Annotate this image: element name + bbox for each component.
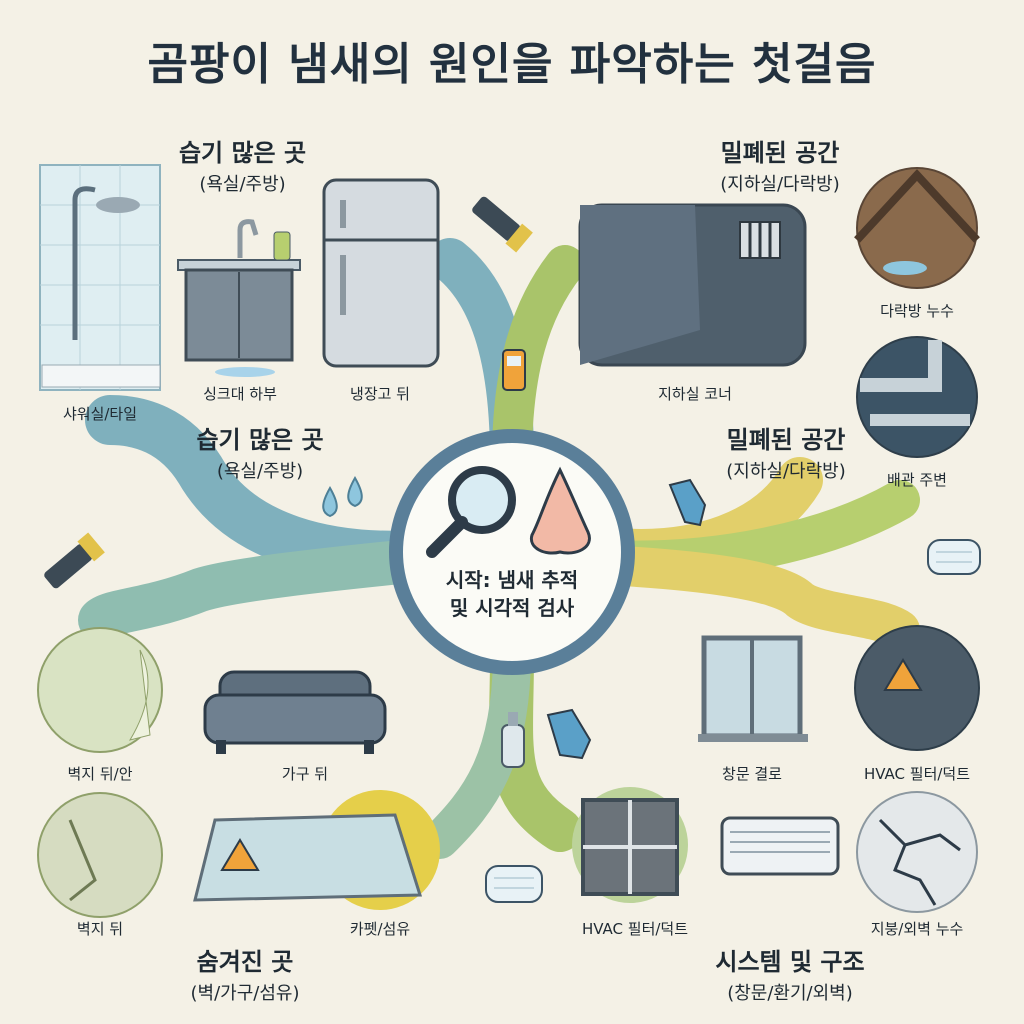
sofa-icon [203, 670, 387, 754]
label-hvac-filter: HVAC 필터/덕트 [581, 920, 689, 938]
center-line-1: 시작: 냄새 추적 [445, 568, 579, 592]
label-basement: 지하실 코너 [658, 385, 732, 403]
cracked-wall-icon [856, 791, 978, 913]
section-heading: 습기 많은 곳 [178, 139, 307, 167]
magnifier-icon [426, 466, 516, 558]
label-window: 창문 결로 [722, 765, 782, 783]
label-sink: 싱크대 하부 [203, 385, 277, 403]
nose-icon [529, 466, 591, 555]
section-system: 시스템 및 구조 (창문/환기/외벽) [690, 942, 890, 1005]
label-wall-in: 벽지 뒤/안 [67, 765, 133, 783]
glove-icon [668, 478, 707, 527]
section-heading: 밀폐된 공간 [720, 139, 840, 167]
section-heading: 습기 많은 곳 [196, 426, 324, 454]
section-sub: (욕실/주방) [216, 461, 304, 482]
flashlight-icon [472, 196, 533, 253]
label-furniture: 가구 뒤 [281, 765, 329, 783]
label-wall-behind: 벽지 뒤 [76, 920, 124, 938]
section-heading: 숨겨진 곳 [196, 948, 294, 976]
section-heading: 시스템 및 구조 [715, 948, 865, 976]
section-sealed-mid: 밀폐된 공간 (지하실/다락방) [696, 420, 876, 483]
section-humid-mid: 습기 많은 곳 (욕실/주방) [175, 420, 345, 483]
window-icon [698, 635, 808, 742]
flow-paths [78, 238, 920, 859]
ac-unit-icon [720, 816, 840, 876]
label-roof: 지붕/외벽 누수 [870, 920, 964, 938]
hvac-filter-icon [572, 787, 688, 903]
label-attic: 다락방 누수 [880, 302, 954, 320]
section-sub: (욕실/주방) [199, 174, 286, 195]
section-sub: (벽/가구/섬유) [190, 983, 300, 1004]
gloves-bottom-icon [546, 708, 592, 760]
rug-icon [193, 790, 440, 910]
sink-cabinet-icon [177, 219, 301, 377]
flashlight-left-icon [44, 532, 105, 589]
spray-bottle-icon [501, 712, 525, 768]
path-right-low [585, 545, 920, 650]
pipes-icon [856, 336, 978, 458]
path-left-low [78, 538, 442, 642]
water-drop-icon [322, 475, 363, 518]
path-bottom-left [421, 641, 531, 859]
wall-behind-icon [37, 792, 163, 918]
wallpaper-icon [37, 627, 163, 753]
section-sub: (지하실/다락방) [726, 461, 846, 482]
fridge-icon [322, 178, 440, 368]
shower-icon [39, 164, 161, 391]
label-carpet: 카펫/섬유 [349, 920, 411, 938]
mask-icon [927, 539, 981, 575]
label-fridge: 냉장고 뒤 [350, 385, 410, 403]
section-sub: (창문/환기/외벽) [727, 983, 853, 1004]
section-humid-top: 습기 많은 곳 (욕실/주방) [160, 133, 325, 196]
label-shower: 샤워실/타일 [62, 405, 138, 423]
attic-icon [854, 167, 980, 289]
basement-corner-icon [578, 203, 807, 367]
center-line-2: 및 시각적 검사 [449, 596, 575, 620]
section-sub: (지하실/다락방) [720, 174, 840, 195]
page-title: 곰팡이 냄새의 원인을 파악하는 첫걸음 [147, 39, 877, 90]
label-hvac-right: HVAC 필터/덕트 [863, 765, 971, 783]
path-top-right [492, 245, 585, 480]
section-heading: 밀폐된 공간 [726, 426, 846, 454]
center-label: 시작: 냄새 추적 및 시각적 검사 [412, 566, 612, 622]
section-sealed-top: 밀폐된 공간 (지하실/다락방) [690, 133, 870, 196]
mask-bottom-icon [485, 865, 543, 903]
section-hidden: 숨겨진 곳 (벽/가구/섬유) [160, 942, 330, 1005]
roof-icon [854, 625, 980, 751]
moisture-meter-icon [502, 349, 526, 391]
label-pipes: 배관 주변 [887, 471, 947, 489]
